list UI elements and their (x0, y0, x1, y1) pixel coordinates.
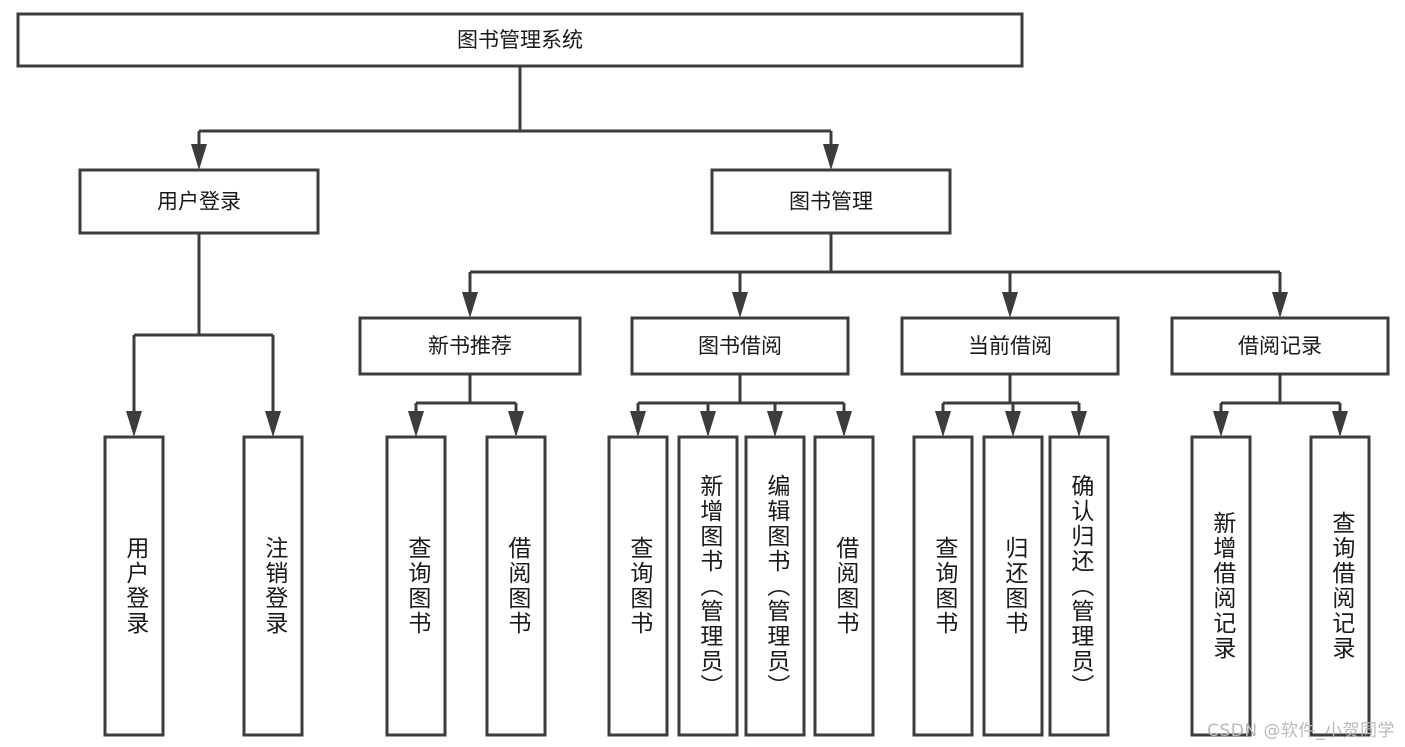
connector-conn-new-book-recommend (408, 374, 524, 437)
node-leaf-return-book[interactable] (982, 435, 1044, 737)
node-box-leaf-query-book-borrow[interactable] (607, 435, 669, 737)
node-leaf-edit-book[interactable] (744, 435, 806, 737)
connector-conn-book-borrow (630, 374, 852, 437)
node-label-current-borrow: 当前借阅 (968, 334, 1052, 358)
connector-layer (126, 66, 1348, 437)
node-label-user-login: 用户登录 (157, 190, 241, 214)
node-leaf-confirm-return[interactable] (1048, 435, 1110, 737)
node-box-leaf-return-book[interactable] (982, 435, 1044, 737)
node-label-new-book-recommend: 新书推荐 (428, 334, 512, 358)
connector-conn-user-login (126, 233, 281, 437)
node-book-borrow[interactable]: 图书借阅 (630, 316, 850, 376)
arrow-head-icon (126, 411, 142, 437)
node-box-leaf-add-borrow-record[interactable] (1190, 435, 1252, 737)
node-book-manage[interactable]: 图书管理 (710, 168, 952, 235)
node-box-book-manage[interactable] (710, 168, 952, 235)
arrow-head-icon (508, 411, 524, 437)
arrow-head-icon (1005, 411, 1021, 437)
connector-conn-book-manage (462, 233, 1288, 318)
node-box-book-borrow[interactable] (630, 316, 850, 376)
node-box-leaf-borrow-book-recommend[interactable] (485, 435, 547, 737)
arrow-head-icon (1332, 411, 1348, 437)
node-leaf-query-borrow-record[interactable] (1309, 435, 1371, 737)
node-box-leaf-query-borrow-record[interactable] (1309, 435, 1371, 737)
arrow-head-icon (1213, 411, 1229, 437)
node-box-leaf-user-login[interactable] (103, 435, 165, 737)
node-label-book-manage: 图书管理 (789, 190, 873, 214)
node-current-borrow[interactable]: 当前借阅 (900, 316, 1120, 376)
node-leaf-add-book[interactable] (677, 435, 739, 737)
node-label-borrow-record: 借阅记录 (1238, 334, 1322, 358)
node-box-leaf-query-book-recommend[interactable] (385, 435, 447, 737)
node-leaf-add-borrow-record[interactable] (1190, 435, 1252, 737)
arrow-head-icon (265, 411, 281, 437)
arrow-head-icon (408, 411, 424, 437)
node-leaf-query-book-current[interactable] (912, 435, 974, 737)
node-box-leaf-add-book[interactable] (677, 435, 739, 737)
arrow-head-icon (630, 411, 646, 437)
arrow-head-icon (823, 144, 839, 170)
node-root[interactable]: 图书管理系统 (16, 12, 1024, 68)
node-label-root: 图书管理系统 (457, 28, 583, 52)
arrow-head-icon (732, 292, 748, 318)
arrow-head-icon (1272, 292, 1288, 318)
node-box-leaf-query-book-current[interactable] (912, 435, 974, 737)
node-user-login[interactable]: 用户登录 (78, 168, 320, 235)
connector-conn-root (191, 66, 839, 170)
node-box-user-login[interactable] (78, 168, 320, 235)
arrow-head-icon (191, 144, 207, 170)
node-leaf-user-login[interactable] (103, 435, 165, 737)
node-leaf-query-book-borrow[interactable] (607, 435, 669, 737)
node-box-new-book-recommend[interactable] (358, 316, 582, 376)
arrow-head-icon (836, 411, 852, 437)
arrow-head-icon (767, 411, 783, 437)
node-borrow-record[interactable]: 借阅记录 (1170, 316, 1390, 376)
watermark-text: CSDN @软件_小贺同学 (1207, 721, 1395, 741)
connector-conn-current-borrow (935, 374, 1087, 437)
node-label-book-borrow: 图书借阅 (698, 334, 782, 358)
node-box-leaf-borrow-book[interactable] (813, 435, 875, 737)
arrow-head-icon (935, 411, 951, 437)
node-box-leaf-confirm-return[interactable] (1048, 435, 1110, 737)
node-leaf-borrow-book[interactable] (813, 435, 875, 737)
node-new-book-recommend[interactable]: 新书推荐 (358, 316, 582, 376)
arrow-head-icon (1071, 411, 1087, 437)
node-leaf-query-book-recommend[interactable] (385, 435, 447, 737)
node-box-leaf-edit-book[interactable] (744, 435, 806, 737)
node-box-leaf-logout[interactable] (242, 435, 304, 737)
node-box-borrow-record[interactable] (1170, 316, 1390, 376)
arrow-head-icon (1002, 292, 1018, 318)
node-leaf-logout[interactable] (242, 435, 304, 737)
arrow-head-icon (700, 411, 716, 437)
node-box-root[interactable] (16, 12, 1024, 68)
arrow-head-icon (462, 292, 478, 318)
connector-conn-borrow-record (1213, 374, 1348, 437)
node-leaf-borrow-book-recommend[interactable] (485, 435, 547, 737)
node-box-current-borrow[interactable] (900, 316, 1120, 376)
